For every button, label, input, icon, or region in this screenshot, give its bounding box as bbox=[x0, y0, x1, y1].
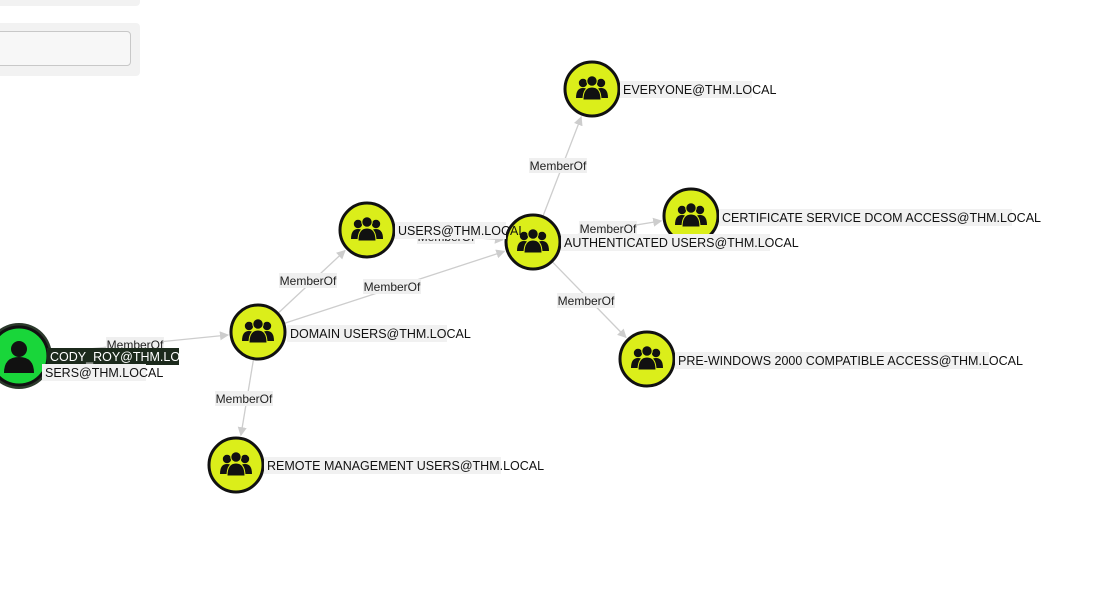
node-label-text: PRE-WINDOWS 2000 COMPATIBLE ACCESS@THM.L… bbox=[678, 354, 1023, 368]
group-icon bbox=[220, 451, 252, 477]
node-label-text: USERS@THM.LOCAL bbox=[398, 224, 525, 238]
node-cert_dcom[interactable] bbox=[662, 187, 720, 245]
user-icon bbox=[4, 341, 34, 373]
group-icon bbox=[517, 228, 549, 254]
node-label-text: AUTHENTICATED USERS@THM.LOCAL bbox=[564, 236, 799, 250]
node-label-text: SERS@THM.LOCAL bbox=[45, 366, 163, 380]
group-icon bbox=[576, 75, 608, 101]
node-remote_mgmt[interactable] bbox=[207, 436, 265, 494]
group-icon bbox=[242, 318, 274, 344]
group-icon bbox=[631, 345, 663, 371]
edge-label-domain_users-to-auth_users: MemberOf bbox=[363, 279, 421, 294]
node-label-cert_dcom: CERTIFICATE SERVICE DCOM ACCESS@THM.LOCA… bbox=[719, 209, 1041, 226]
edge-label-domain_users-to-users: MemberOf bbox=[279, 273, 337, 288]
node-label-cody: CODY_ROY@THM.LOCAL bbox=[47, 348, 204, 365]
edge-label-text: MemberOf bbox=[558, 294, 615, 308]
edge-label-text: MemberOf bbox=[364, 280, 421, 294]
node-label-pre_win2000: PRE-WINDOWS 2000 COMPATIBLE ACCESS@THM.L… bbox=[675, 352, 1023, 369]
edge-label-auth_users-to-cert_dcom: MemberOf bbox=[579, 221, 637, 236]
node-auth_users[interactable] bbox=[504, 213, 562, 271]
group-icon bbox=[675, 202, 707, 228]
search-panel bbox=[0, 23, 140, 76]
node-label-text: EVERYONE@THM.LOCAL bbox=[623, 83, 777, 97]
edge-label-text: MemberOf bbox=[280, 274, 337, 288]
search-input[interactable] bbox=[0, 31, 131, 66]
node-label-remote_mgmt: REMOTE MANAGEMENT USERS@THM.LOCAL bbox=[264, 457, 544, 474]
node-cody[interactable] bbox=[0, 323, 52, 389]
node-label-users_partial: SERS@THM.LOCAL bbox=[42, 364, 163, 381]
top-panel-stub bbox=[0, 0, 140, 6]
edge-label-domain_users-to-remote_mgmt: MemberOf bbox=[215, 391, 273, 406]
edge-label-auth_users-to-everyone: MemberOf bbox=[529, 158, 587, 173]
node-labels-layer: CODY_ROY@THM.LOCAL SERS@THM.LOCAL DOMAIN U… bbox=[42, 81, 1041, 474]
node-label-text: CERTIFICATE SERVICE DCOM ACCESS@THM.LOCA… bbox=[722, 211, 1041, 225]
edge-label-text: MemberOf bbox=[216, 392, 273, 406]
node-pre_win2000[interactable] bbox=[618, 330, 676, 388]
edge-label-text: MemberOf bbox=[530, 159, 587, 173]
node-domain_users[interactable] bbox=[229, 303, 287, 361]
node-everyone[interactable] bbox=[563, 60, 621, 118]
node-label-auth_users: AUTHENTICATED USERS@THM.LOCAL bbox=[561, 234, 799, 251]
node-label-text: CODY_ROY@THM.LOCAL bbox=[50, 350, 204, 364]
node-label-everyone: EVERYONE@THM.LOCAL bbox=[620, 81, 777, 98]
node-label-domain_users: DOMAIN USERS@THM.LOCAL bbox=[287, 325, 471, 342]
node-label-users: USERS@THM.LOCAL bbox=[395, 222, 525, 239]
group-icon bbox=[351, 216, 383, 242]
node-label-text: REMOTE MANAGEMENT USERS@THM.LOCAL bbox=[267, 459, 544, 473]
edge-label-text: MemberOf bbox=[580, 222, 637, 236]
nodes-layer bbox=[0, 60, 720, 494]
node-users[interactable] bbox=[338, 201, 396, 259]
node-label-text: DOMAIN USERS@THM.LOCAL bbox=[290, 327, 471, 341]
node-circle bbox=[0, 325, 50, 387]
edge-label-auth_users-to-pre_win2000: MemberOf bbox=[557, 293, 615, 308]
